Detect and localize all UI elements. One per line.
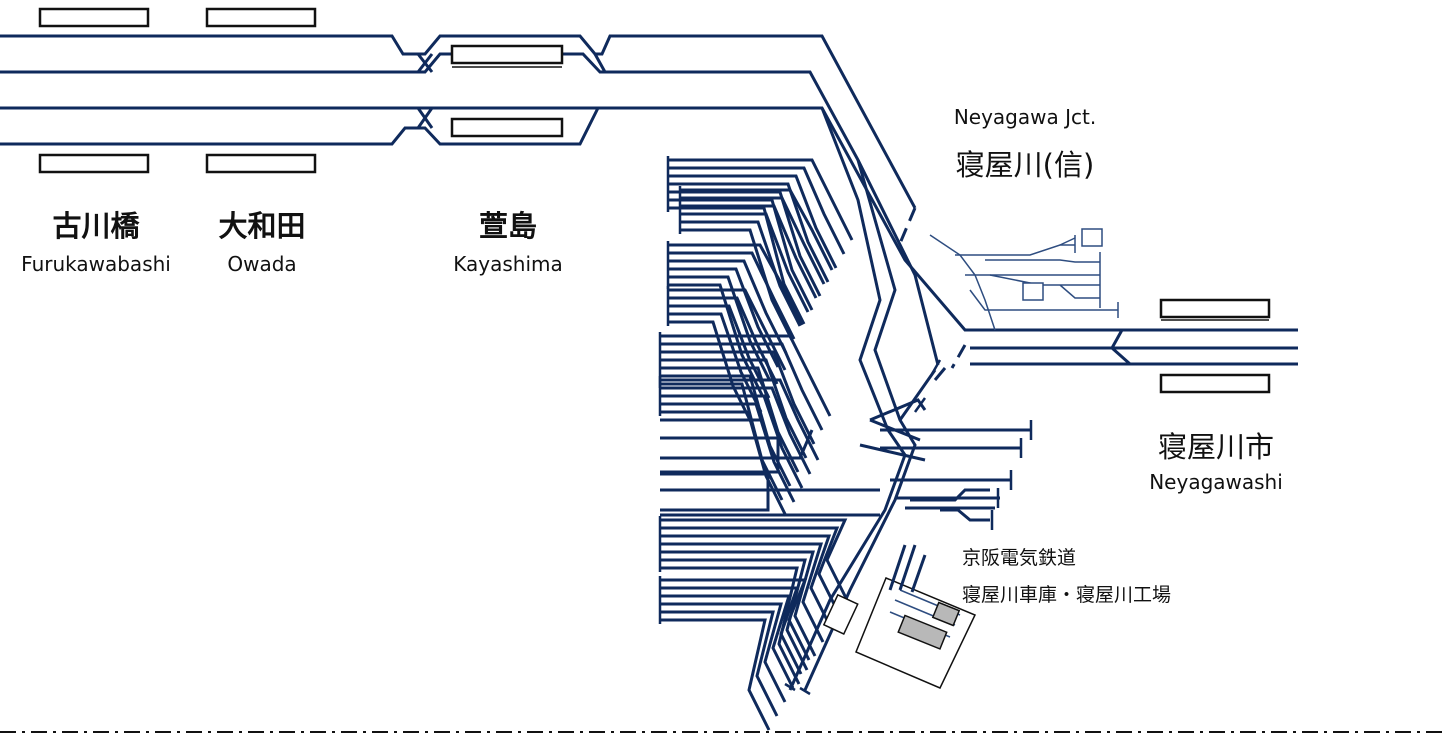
yard-siding	[668, 283, 764, 396]
yard-lower	[658, 332, 880, 731]
yard-siding	[660, 586, 803, 675]
yard-siding	[668, 275, 772, 382]
bumpers-throat	[784, 359, 1033, 696]
platform-kayashima-2	[450, 117, 564, 138]
yard-siding	[668, 198, 814, 311]
jct-dashed	[896, 207, 967, 369]
yard-siding	[660, 402, 796, 503]
yard-siding	[660, 342, 824, 431]
yard-siding	[660, 394, 804, 489]
main-track-1	[0, 34, 917, 209]
platform-edges	[452, 66, 1269, 321]
yard-throat	[788, 107, 1030, 691]
yard-siding	[660, 382, 784, 501]
yard-siding	[668, 267, 780, 368]
depot-label-company: 京阪電気鉄道	[962, 547, 1077, 569]
yard-siding	[668, 166, 846, 255]
branch-down	[933, 367, 947, 381]
main-track-neyagawashi	[970, 329, 1298, 366]
station-kayashima-ja: 萱島	[478, 209, 538, 243]
yard-siding	[660, 334, 832, 417]
yard-siding	[668, 259, 788, 354]
yard-siding	[660, 526, 841, 615]
platform-owada-s	[205, 153, 317, 174]
yard-siding	[680, 212, 810, 313]
depot-area	[822, 544, 977, 689]
main-track-2	[0, 52, 940, 366]
yard-siding	[668, 296, 779, 385]
yard-siding	[668, 182, 830, 283]
station-neyagawashi-ja: 寝屋川市	[1157, 430, 1275, 464]
yard-siding	[668, 190, 822, 297]
platforms	[38, 7, 1271, 394]
yard-upper	[666, 156, 854, 427]
main-tracks	[0, 34, 1298, 381]
yard-siding	[680, 204, 818, 299]
yard-siding	[680, 188, 834, 271]
yard-siding	[660, 410, 788, 517]
yard-siding	[668, 251, 796, 340]
platform-owada-n	[205, 7, 317, 28]
station-furukawabashi-ja: 古川橋	[52, 209, 140, 243]
jct-yard	[929, 228, 1119, 331]
platform-neyagawashi-n	[1159, 298, 1271, 319]
crossover	[416, 53, 607, 129]
yard-siding	[668, 304, 771, 399]
yard-siding	[680, 196, 826, 285]
platform-furukawabashi-s	[38, 153, 150, 174]
yard-siding	[660, 358, 808, 459]
yard-siding	[660, 566, 801, 685]
yard-siding	[660, 578, 811, 661]
yard-siding	[660, 610, 779, 717]
yard-siding	[668, 206, 806, 325]
yard-siding	[660, 374, 792, 487]
yard-siding	[668, 158, 854, 241]
station-owada-ja: 大和田	[218, 209, 306, 243]
yard-siding	[660, 366, 800, 473]
depot-label-name: 寝屋川車庫・寝屋川工場	[962, 584, 1172, 606]
yard-siding	[660, 534, 833, 629]
yard-siding	[660, 618, 771, 731]
main-track-4	[0, 107, 600, 146]
yard-siding	[660, 594, 795, 689]
platform-furukawabashi-n	[38, 7, 150, 28]
yard-siding	[668, 243, 804, 326]
station-furukawabashi-en: Furukawabashi	[21, 252, 171, 276]
yard-siding	[668, 320, 755, 427]
station-kayashima-en: Kayashima	[453, 252, 563, 276]
main-track-3	[0, 106, 1298, 332]
yard-siding	[668, 174, 838, 269]
yard-siding	[660, 418, 880, 517]
station-owada-en: Owada	[227, 252, 297, 276]
platform-kayashima-1	[450, 44, 564, 65]
station-neyagawashi-en: Neyagawashi	[1149, 470, 1283, 494]
station-neyagawa-jct-ja: 寝屋川(信)	[955, 148, 1095, 182]
platform-neyagawashi-s	[1159, 373, 1271, 394]
yard-siding	[680, 228, 794, 341]
yard-siding	[660, 386, 812, 475]
yard-siding	[660, 518, 849, 601]
yard-siding	[660, 602, 787, 703]
yard-siding	[660, 542, 825, 643]
yard-siding	[680, 220, 802, 327]
yard-siding	[660, 350, 816, 445]
station-neyagawa-jct-en: Neyagawa Jct.	[953, 105, 1097, 129]
yard-siding	[668, 288, 787, 371]
